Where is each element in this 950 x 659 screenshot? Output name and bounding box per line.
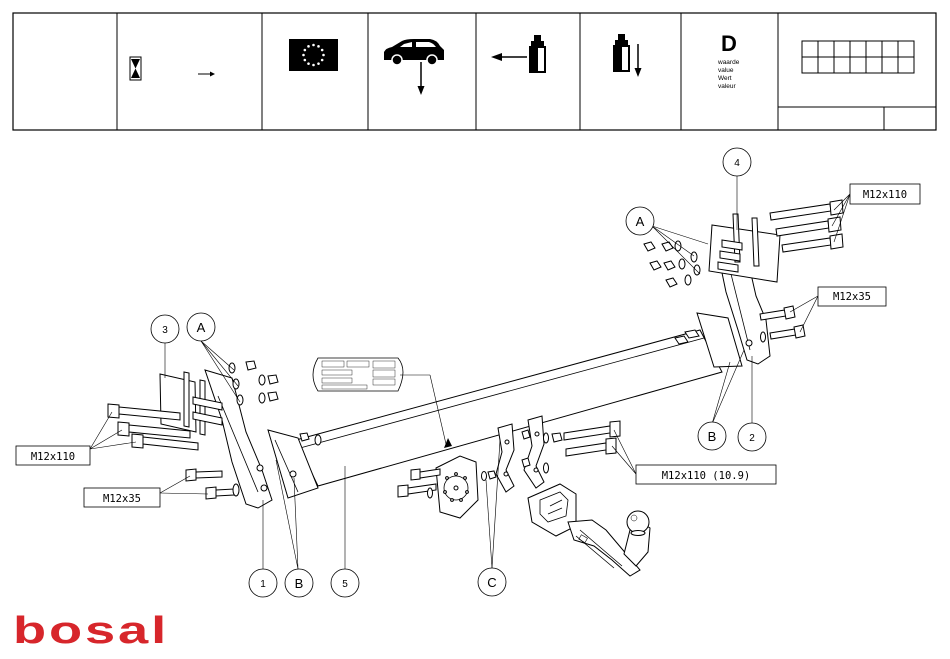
d-unit-de: Wert <box>718 75 732 82</box>
left-bracket-assembly <box>108 361 321 508</box>
svg-text:2: 2 <box>749 433 755 444</box>
svg-text:M12x110: M12x110 <box>863 189 907 201</box>
svg-text:M12x35: M12x35 <box>103 493 141 505</box>
svg-text:M12x35: M12x35 <box>833 291 871 303</box>
eu-star <box>317 62 320 65</box>
left-short-bolts <box>186 469 239 499</box>
eu-star <box>321 59 324 62</box>
type-approval-plate <box>313 358 403 391</box>
svg-text:M12x110 (10.9): M12x110 (10.9) <box>662 470 751 482</box>
svg-text:B: B <box>295 576 304 591</box>
balloon-part-2: 2 <box>738 423 766 451</box>
label-left-long-bolts: M12x110 <box>16 446 90 465</box>
svg-text:1: 1 <box>260 579 266 590</box>
svg-text:A: A <box>636 214 645 229</box>
svg-text:B: B <box>708 429 717 444</box>
label-left-short-bolts: M12x35 <box>84 488 160 507</box>
balloon-c: C <box>478 568 506 596</box>
header-table: D waarde value Wert valeur <box>13 13 936 130</box>
svg-text:3: 3 <box>162 325 168 336</box>
eu-star <box>322 54 325 57</box>
svg-text:4: 4 <box>734 158 740 169</box>
eu-star <box>321 49 324 52</box>
svg-text:M12x110: M12x110 <box>31 451 75 463</box>
label-right-short-bolts: M12x35 <box>818 287 886 306</box>
eu-star <box>307 62 310 65</box>
hourglass-icon <box>130 57 141 80</box>
label-right-long-bolts: M12x110 <box>850 184 920 204</box>
balloon-part-4: 4 <box>723 148 751 176</box>
balloon-part-1: 1 <box>249 569 277 597</box>
balloon-a-left: A <box>187 313 215 341</box>
svg-text:C: C <box>487 575 496 590</box>
eu-star <box>302 54 305 57</box>
bosal-logo: bosal <box>13 610 169 652</box>
eu-star <box>307 45 310 48</box>
balloon-a-right: A <box>626 207 654 235</box>
eu-star <box>304 59 307 62</box>
eu-flag-icon <box>289 39 338 71</box>
eu-star <box>312 64 315 67</box>
svg-text:A: A <box>197 320 206 335</box>
svg-text:bosal: bosal <box>13 610 169 652</box>
d-symbol: D <box>721 31 737 56</box>
eu-star <box>304 49 307 52</box>
balloon-part-3: 3 <box>151 315 179 343</box>
d-unit-en: value <box>718 67 734 74</box>
balloon-b-right: B <box>698 422 726 450</box>
label-ball-bolts: M12x110 (10.9) <box>636 465 776 484</box>
balloon-part-5: 5 <box>331 569 359 597</box>
d-unit-fr: valeur <box>718 83 737 90</box>
balloon-b-left: B <box>285 569 313 597</box>
svg-text:5: 5 <box>342 579 348 590</box>
d-unit-nl: waarde <box>717 59 740 66</box>
eu-star <box>317 45 320 48</box>
eu-star <box>312 44 315 47</box>
reference-grid <box>802 41 914 73</box>
right-fastener-group-a <box>644 241 700 287</box>
